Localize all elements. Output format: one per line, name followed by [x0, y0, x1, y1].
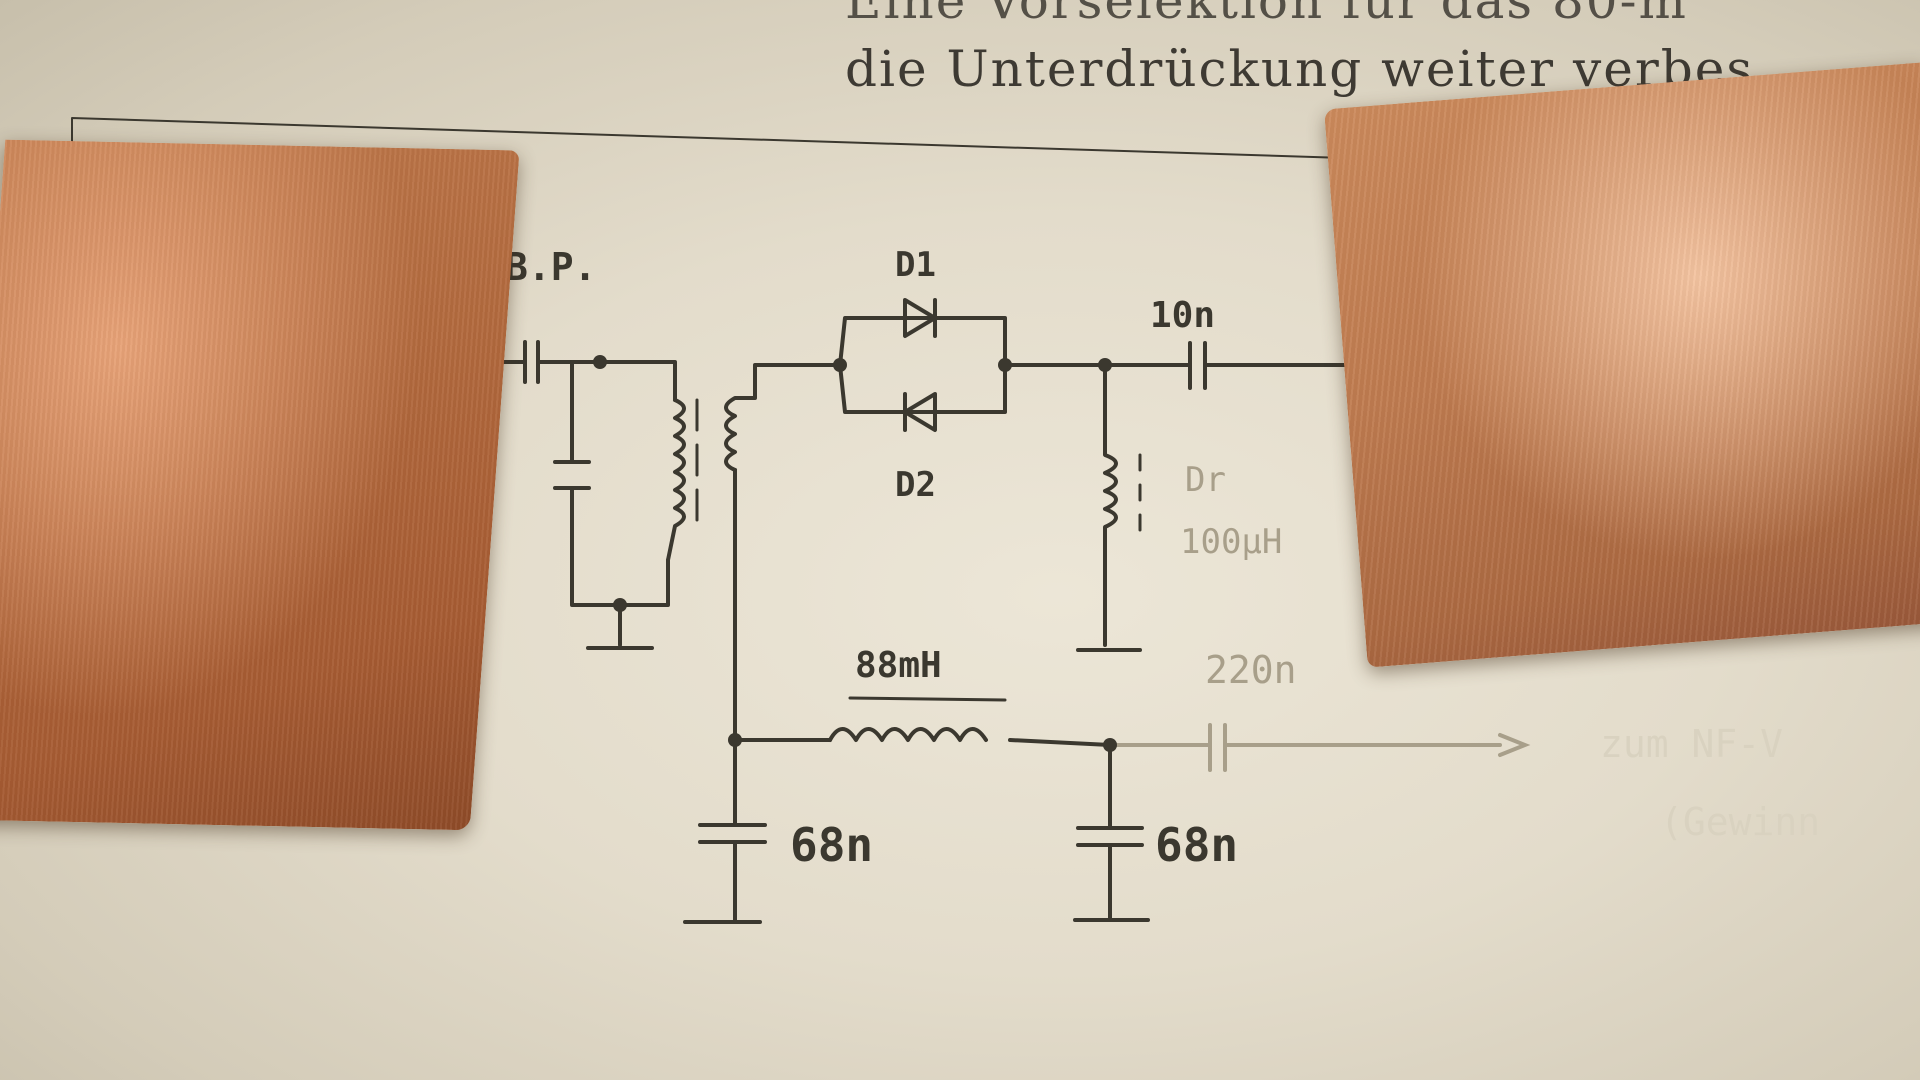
inductor-88mh	[828, 727, 988, 742]
label-10n: 10n	[1150, 295, 1216, 336]
junction-dot	[593, 355, 607, 369]
capacitor-68n-left	[683, 738, 767, 924]
output-capacitor-10n	[1003, 341, 1347, 390]
junction-dot	[998, 358, 1012, 372]
output-arrow	[1498, 733, 1531, 757]
choke-dr	[1076, 363, 1142, 652]
junction-dot	[613, 598, 627, 612]
inductor-88mh-underline	[848, 696, 1007, 702]
label-choke-name: Dr	[1185, 460, 1226, 500]
junction-dot	[1098, 358, 1112, 372]
label-choke-value: 100µH	[1180, 522, 1283, 562]
input-coupling-capacitor	[488, 340, 602, 384]
diode-d1-symbol	[903, 298, 937, 338]
junction-dot	[833, 358, 847, 372]
label-bp: B.P.	[505, 245, 597, 289]
label-output-to: zum NF-V	[1600, 722, 1784, 766]
book-text-line-1: Eine Vorselektion für das 80-m	[845, 0, 1688, 30]
label-output-note: (Gewinn	[1660, 800, 1821, 844]
copper-plate-left	[0, 139, 520, 831]
label-d1: D1	[895, 245, 936, 285]
label-68n-left: 68n	[790, 818, 874, 872]
lower-wire-middle	[1008, 738, 1112, 747]
junction-dot	[1103, 738, 1117, 752]
label-68n-right: 68n	[1155, 818, 1239, 872]
secondary-inductor	[724, 363, 842, 472]
label-88mh: 88mH	[855, 645, 942, 686]
tank-inductor	[666, 398, 686, 562]
copper-plate-right	[1323, 62, 1920, 668]
label-d2: D2	[895, 465, 936, 505]
capacitor-68n-right	[1073, 743, 1150, 922]
junction-dot	[728, 733, 742, 747]
diode-d2-symbol	[903, 392, 937, 432]
diode-loop	[838, 316, 1007, 414]
capacitor-220n	[1108, 723, 1502, 772]
input-tank-circuit	[553, 360, 677, 607]
label-220n: 220n	[1205, 648, 1297, 692]
